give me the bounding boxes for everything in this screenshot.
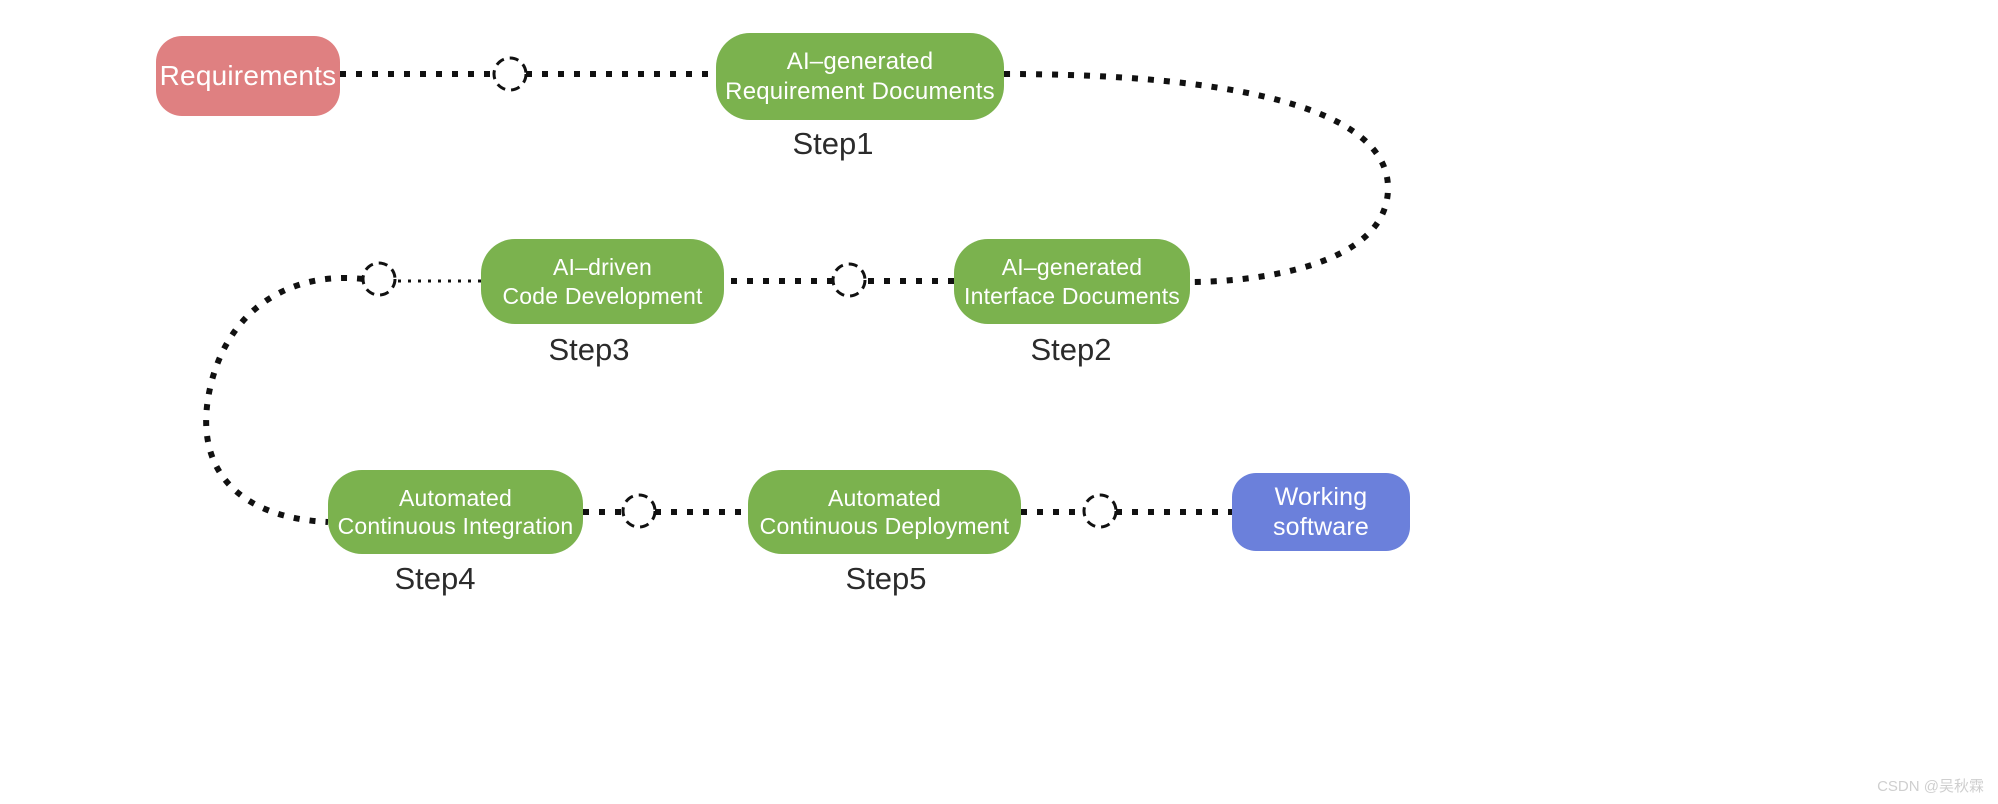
- node-continuous-integration-line-2: Continuous Integration: [337, 513, 574, 539]
- node-working-software-line-1: Working: [1274, 482, 1368, 511]
- node-continuous-deployment-line-1: Automated: [827, 484, 942, 511]
- step-label-step1: Step1: [792, 126, 874, 161]
- node-interface-documents-line-1: AI–generated: [1001, 254, 1143, 281]
- node-continuous-deployment[interactable]: Automated Continuous Deployment: [748, 470, 1021, 554]
- node-requirements[interactable]: Requirements: [156, 36, 340, 116]
- node-working-software[interactable]: Working software: [1232, 473, 1410, 551]
- step-label-step2: Step2: [1030, 332, 1112, 367]
- watermark: CSDN @吴秋霖: [1877, 778, 1984, 795]
- node-continuous-integration[interactable]: Automated Continuous Integration: [328, 470, 583, 554]
- node-interface-documents[interactable]: AI–generated Interface Documents: [954, 239, 1190, 324]
- node-continuous-deployment-line-2: Continuous Deployment: [759, 513, 1010, 539]
- node-requirement-documents-line-2: Requirement Documents: [725, 77, 995, 105]
- connector-circle-3: [831, 262, 867, 298]
- node-requirements-line-1: Requirements: [159, 59, 337, 91]
- step-label-step4: Step4: [394, 561, 476, 596]
- node-code-development-line-2: Code Development: [502, 282, 703, 309]
- node-requirement-documents[interactable]: AI–generated Requirement Documents: [716, 33, 1004, 120]
- step-label-step5: Step5: [845, 561, 927, 596]
- node-code-development-line-1: AI–driven: [553, 254, 652, 281]
- connector-circle-4: [621, 493, 657, 529]
- node-interface-documents-line-2: Interface Documents: [963, 282, 1180, 309]
- connector-circle-2: [361, 261, 397, 297]
- step-label-step3: Step3: [548, 332, 630, 367]
- node-working-software-line-2: software: [1272, 513, 1370, 541]
- node-code-development[interactable]: AI–driven Code Development: [481, 239, 724, 324]
- node-continuous-integration-line-1: Automated: [398, 484, 513, 511]
- node-requirement-documents-line-1: AI–generated: [786, 48, 934, 76]
- connector-circle-1: [492, 56, 528, 92]
- connector-circle-5: [1082, 493, 1118, 529]
